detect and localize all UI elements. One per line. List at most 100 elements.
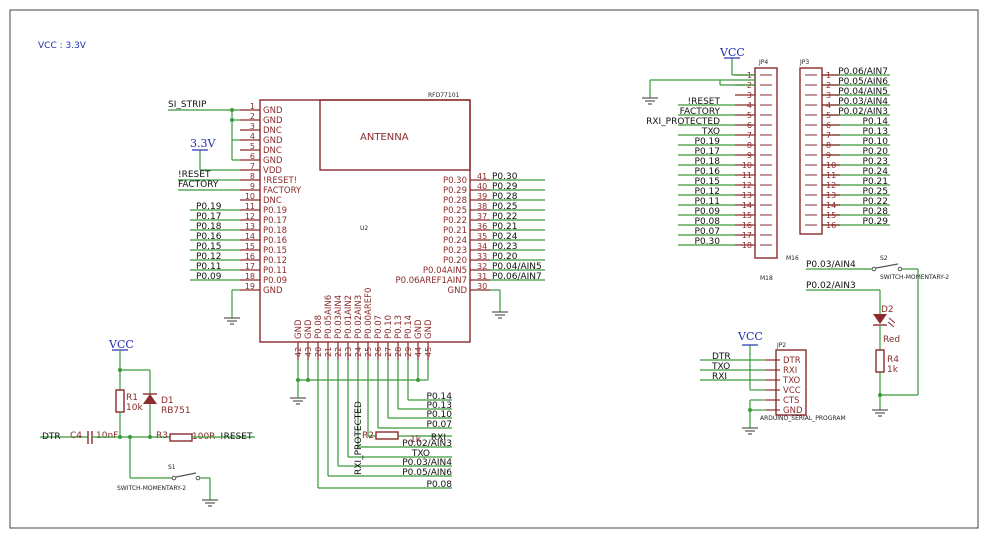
net-label: P0.29 [863, 217, 889, 227]
jp4-pin-number: 14 [742, 201, 752, 210]
u2-pin-number: 41 [477, 172, 487, 181]
net-label: TXO [701, 127, 720, 137]
u2-pin-number: 5 [250, 142, 255, 151]
d1-value: RB751 [161, 406, 191, 416]
u2-pin-number: 2 [250, 112, 255, 121]
u2-pin-number: 18 [245, 272, 255, 281]
u2-pin-number: 23 [344, 347, 353, 357]
net-label: P0.10 [863, 137, 889, 147]
net-label: P0.08 [427, 480, 453, 490]
jp4-pin-number: 15 [742, 211, 752, 220]
jp4-header: JP4 M16 M18 1234!RESET5FACTORY6RXI_PROTE… [646, 59, 799, 282]
u2-pin-name: P0.18 [263, 226, 287, 236]
u2-pin-number: 15 [245, 242, 255, 251]
u2-pin-name: GND [263, 136, 283, 146]
u2-pin-name: P0.10 [384, 315, 394, 339]
u2-pin-number: 29 [404, 347, 413, 357]
u2-pin-number: 25 [364, 347, 373, 357]
u2-pin-name: P0.17 [263, 216, 287, 226]
jp3-pin-number: 4 [826, 101, 831, 110]
s2-type: SWITCH-MOMENTARY-2 [880, 274, 949, 281]
u2-pin-number: 12 [245, 212, 255, 221]
net-label: P0.09 [196, 272, 222, 282]
r4-name: R4 [887, 355, 899, 365]
jp4-pin-number: 11 [742, 171, 752, 180]
gnd-symbol [224, 317, 240, 325]
u2-pin-number: 35 [477, 232, 487, 241]
jp4-pin-number: 17 [742, 231, 752, 240]
u2-pin-number: 21 [324, 347, 333, 357]
net-label: P0.22 [492, 212, 517, 222]
r4-resistor [875, 349, 885, 373]
net-label: P0.13 [863, 127, 888, 137]
jp3-pin-number: 9 [826, 151, 831, 160]
s1-type: SWITCH-MOMENTARY-2 [117, 485, 186, 492]
net-label: P0.19 [196, 202, 222, 212]
jp3-pin-number: 6 [826, 121, 831, 130]
u2-pin-name: VDD [263, 166, 282, 176]
jp4-pin-number: 13 [742, 191, 752, 200]
jp4-pin-number: 7 [747, 131, 752, 140]
antenna-label: ANTENNA [360, 132, 409, 143]
u2-pin-name: P0.03AIN4 [334, 295, 344, 339]
net-label: P0.16 [196, 232, 222, 242]
u2-pin-number: 27 [384, 347, 393, 357]
net-label: P0.28 [492, 192, 518, 202]
u2-pin-number: 34 [477, 242, 487, 251]
u2-pin-name: GND [263, 156, 283, 166]
u2-pin-number: 44 [414, 347, 423, 357]
net-label: P0.30 [492, 172, 518, 182]
u2-pin-name: GND [304, 319, 314, 339]
u2-pin-name: P0.09 [263, 276, 287, 286]
c4-value: 10nF [96, 431, 118, 441]
net-label: P0.05/AIN6 [838, 77, 888, 87]
vcc-note: VCC : 3.3V [38, 41, 87, 51]
net-label: P0.21 [863, 177, 888, 187]
net-label: P0.24 [492, 232, 518, 242]
u2-pin-name: P0.08 [314, 315, 324, 339]
u2-pin-name: P0.05AIN6 [324, 295, 334, 339]
u2-pin-name: DNC [263, 126, 282, 136]
u2-pin-number: 28 [394, 347, 403, 357]
u2-pin-number: 7 [250, 162, 255, 171]
u2-pin-name: GND [414, 319, 424, 339]
net-reset-left: !RESET [178, 170, 211, 180]
u2-part: RFD77101 [428, 92, 460, 99]
net-label: P0.18 [695, 157, 721, 167]
u2-pin-number: 37 [477, 212, 487, 221]
jp2-body [775, 349, 807, 416]
net-reset-bottom: !RESET [220, 432, 253, 442]
u2-pin-name: FACTORY [263, 186, 302, 196]
net-label: P0.06/AIN7 [838, 67, 888, 77]
u2-pin-number: 3 [250, 122, 255, 131]
u2-name: U2 [360, 225, 368, 232]
net-factory-left: FACTORY [178, 180, 219, 190]
net-label: P0.29 [492, 182, 518, 192]
u2-pin-name: P0.24 [443, 236, 467, 246]
net-label: P0.07 [695, 227, 720, 237]
net-label: RXI [712, 372, 727, 382]
net-label: P0.16 [695, 167, 721, 177]
net-label: P0.21 [492, 222, 517, 232]
jp4-name: JP4 [758, 59, 768, 66]
s2-switch: P0.03/AIN4 S2 SWITCH-MOMENTARY-2 [806, 255, 949, 396]
u2-pin-number: 14 [245, 232, 255, 241]
u2-pin-number: 43 [304, 347, 313, 357]
r3-name: R3 [156, 431, 168, 441]
jp2-pin-name: RXI [783, 366, 797, 376]
jp3-name: JP3 [799, 59, 809, 66]
u2-pin-name: GND [448, 286, 468, 296]
u2-pin-name: DNC [263, 196, 282, 206]
jp4-pin-number: 3 [747, 91, 752, 100]
net-label: P0.10 [427, 410, 453, 420]
s2-net-top: P0.03/AIN4 [806, 260, 856, 270]
d1-name: D1 [161, 396, 174, 406]
u2-pin-number: 39 [477, 192, 487, 201]
u2-pin-name: !RESET! [263, 176, 297, 186]
power-vcc-jp2: VCC [737, 330, 763, 343]
net-label: P0.30 [695, 237, 721, 247]
u2-pin-number: 24 [354, 347, 363, 357]
u2-pin-name: P0.29 [443, 186, 467, 196]
u2-pin-name: P0.15 [263, 246, 287, 256]
